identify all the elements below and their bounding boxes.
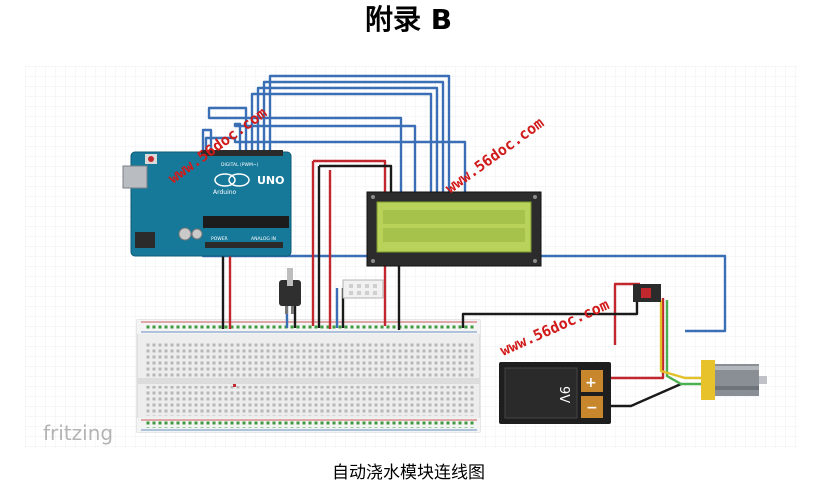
battery-voltage-label: 9V [556, 386, 571, 403]
fritzing-logo: fritzing [43, 421, 113, 445]
arduino-digital-label: DIGITAL (PWM~) [221, 162, 259, 168]
wires [201, 74, 727, 408]
breadboard [136, 319, 481, 433]
diagram-canvas: UNO Arduino DIGITAL (PWM~) ANALOG IN POW… [25, 66, 798, 448]
arduino-brand-label: Arduino [213, 189, 237, 196]
battery-minus-label: − [586, 400, 598, 416]
arduino-board-name: UNO [257, 174, 285, 187]
arduino-power-label: POWER [211, 236, 228, 242]
relay-module [633, 284, 661, 302]
dc-motor [701, 360, 767, 400]
battery-9v: + − 9V [499, 362, 611, 424]
wiring-diagram: UNO Arduino DIGITAL (PWM~) ANALOG IN POW… [25, 66, 798, 448]
battery-plus-label: + [585, 375, 597, 391]
lcd-display-module [366, 191, 542, 267]
arduino-analog-label: ANALOG IN [251, 236, 276, 242]
figure-caption: 自动浇水模块连线图 [332, 463, 485, 483]
appendix-heading: 附录 B [364, 3, 453, 36]
potentiometer [279, 268, 301, 314]
humidity-sensor [342, 279, 384, 299]
arduino-uno-board: UNO Arduino DIGITAL (PWM~) ANALOG IN POW… [122, 150, 292, 257]
